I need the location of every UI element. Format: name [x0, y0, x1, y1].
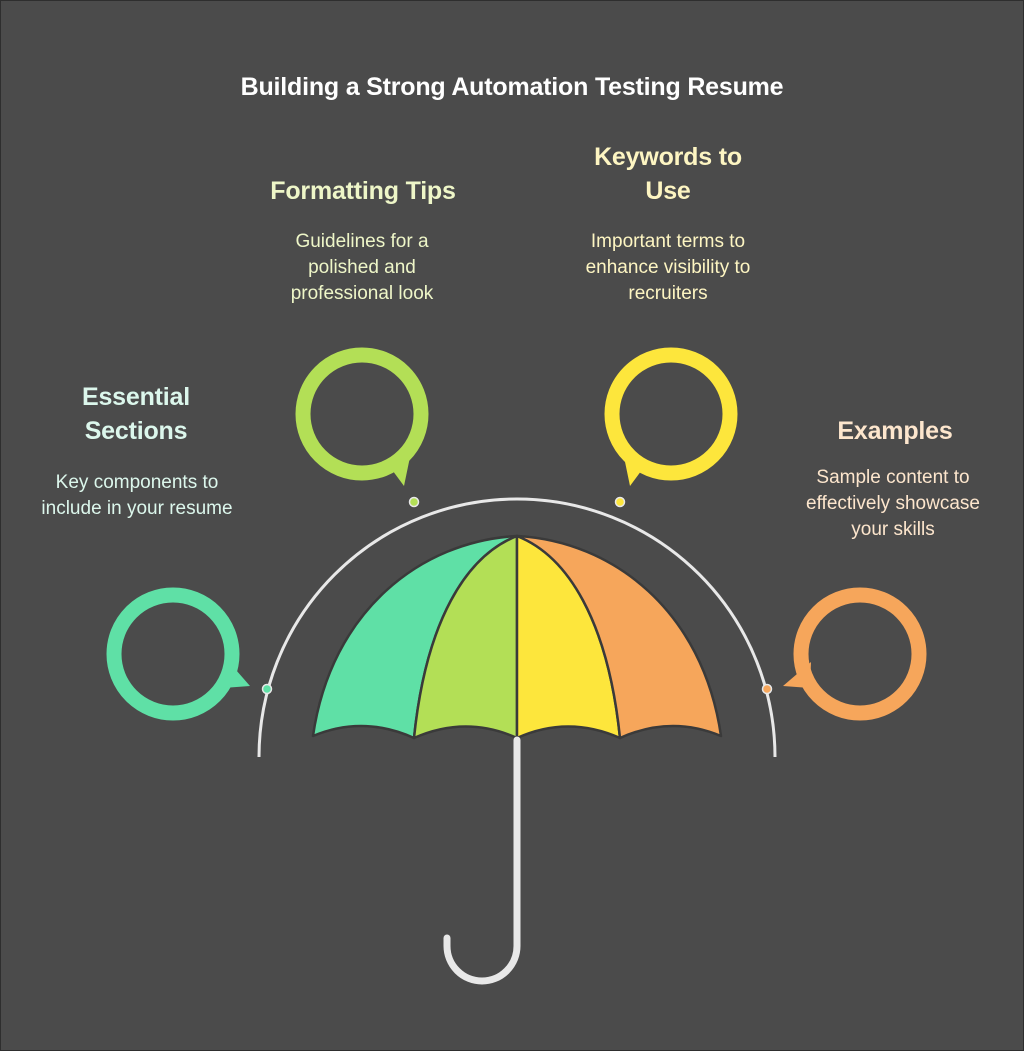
speech-bubble-icon [106, 587, 250, 721]
canopy-panel-formatting [412, 534, 519, 740]
connector-dot-examples [761, 683, 773, 695]
formatting-heading: Formatting Tips [270, 177, 456, 205]
speech-bubble-icon [604, 347, 738, 486]
canopy-panel-examples [515, 534, 723, 740]
connector-dot-formatting [408, 496, 420, 508]
connector-dot-keywords [614, 496, 626, 508]
keywords-description: Important terms to enhance visibility to… [585, 231, 751, 304]
essential-heading: Essential Sections [82, 383, 190, 445]
speech-bubble-icon [295, 347, 429, 486]
formatting-description: Guidelines for a polished and profession… [290, 231, 434, 304]
examples-heading: Examples [837, 417, 953, 445]
guide-arc [257, 497, 777, 758]
keywords-heading: Keywords to Use [594, 143, 742, 205]
speech-bubble-icon [783, 587, 927, 721]
connector-dot-essential [261, 683, 273, 695]
essential-description: Key components to include in your resume [41, 472, 233, 519]
examples-description: Sample content to effectively showcase y… [806, 467, 980, 540]
umbrella-handle [443, 736, 521, 985]
page-title: Building a Strong Automation Testing Res… [240, 73, 784, 101]
